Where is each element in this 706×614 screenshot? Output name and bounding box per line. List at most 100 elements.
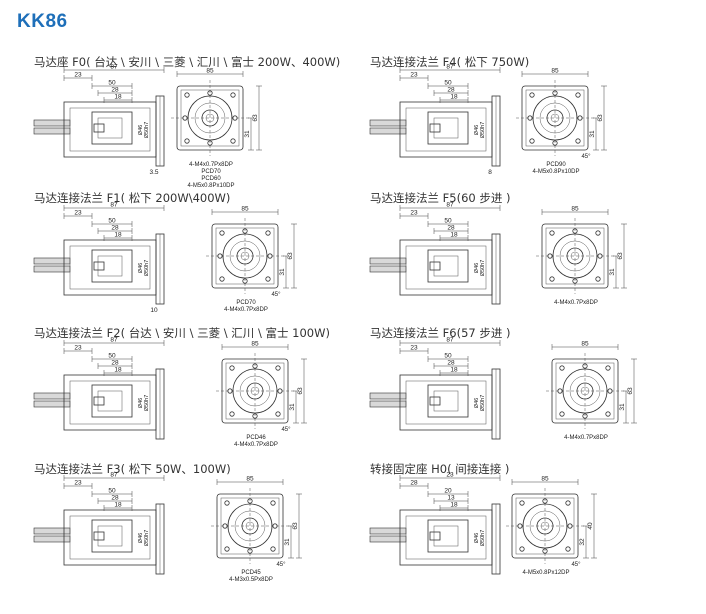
dimension-label: 63 (297, 387, 304, 395)
dimension-label: Ø50h7 (480, 530, 486, 547)
dimension-label: 23 (74, 480, 82, 487)
dimension-label: 31 (284, 538, 291, 546)
callout-label: PCD70 (236, 300, 256, 306)
dimension-label: 23 (74, 210, 82, 217)
dimension-label: 85 (571, 206, 579, 213)
dimension-label: 31 (619, 403, 626, 411)
dimension-label: 85 (251, 341, 259, 348)
dimension-label: Ø50h7 (144, 530, 150, 547)
dimension-label: 23 (410, 72, 418, 79)
dimension-label: 85 (551, 68, 559, 75)
dimension-label: 23 (446, 472, 454, 479)
dimension-label: 45° (276, 562, 286, 568)
dimension-label: Ø50h7 (144, 395, 150, 412)
dimension-label: 40 (587, 522, 594, 530)
dimension-label: 63 (287, 252, 294, 260)
dimension-label: Ø46 (138, 263, 144, 273)
dimension-label: 23 (74, 345, 82, 352)
dimension-label: 28 (111, 87, 119, 94)
dimension-label: 18 (450, 502, 458, 509)
callout-label: 4-M5x0.8Px10DP (187, 183, 234, 189)
dimension-label: 63 (617, 252, 624, 260)
dimension-label: 63 (292, 522, 299, 530)
callout-label: 4-M5x0.8Px12DP (522, 570, 569, 576)
dimension-label: 28 (410, 480, 418, 487)
dimension-label: Ø46 (474, 125, 480, 135)
dimension-label: 87 (110, 337, 118, 344)
dimension-label: 20 (444, 488, 452, 495)
dimension-label: 45° (271, 292, 281, 298)
front-view-drawing: 8563314-M4x0.7Px8DPPCD70PCD604-M5x0.8Px1… (171, 68, 262, 189)
dimension-label: 45° (571, 562, 581, 568)
callout-label: 4-M5x0.8Px10DP (532, 169, 579, 175)
dimension-label: Ø50h7 (480, 122, 486, 139)
dimension-label: 63 (627, 387, 634, 395)
dimension-label: Ø46 (474, 263, 480, 273)
dimension-label: 50 (444, 80, 452, 87)
dimension-label: 18 (450, 232, 458, 239)
dimension-label: 18 (114, 94, 122, 101)
caption-f6: 马达连接法兰 F6(57 步进 ) (370, 326, 511, 340)
dimension-label: 18 (114, 367, 122, 374)
dimension-label: 50 (444, 218, 452, 225)
dimension-label: 32 (579, 538, 586, 546)
dimension-label: 31 (609, 268, 616, 276)
dimension-label: 23 (410, 210, 418, 217)
dimension-label: 18 (114, 502, 122, 509)
dimension-label: 87 (110, 472, 118, 479)
caption-f5: 马达连接法兰 F5(60 步进 ) (370, 191, 511, 205)
dimension-label: 28 (111, 495, 119, 502)
dimension-label: 87 (446, 202, 454, 209)
dimension-label: 63 (597, 114, 604, 122)
dimension-label: 50 (108, 80, 116, 87)
caption-f1: 马达连接法兰 F1( 松下 200W\400W) (34, 191, 231, 205)
callout-label: PCD70 (201, 169, 221, 175)
dimension-label: 50 (108, 353, 116, 360)
dimension-label: 28 (447, 225, 455, 232)
dimension-label: 85 (581, 341, 589, 348)
dimension-label: 31 (279, 268, 286, 276)
callout-label: 4-M4x0.7Px8DP (224, 307, 268, 313)
dimension-label: 87 (446, 337, 454, 344)
caption-f0: 马达座 F0( 台达 \ 安川 \ 三菱 \ 汇川 \ 富士 200W、400W… (34, 55, 341, 69)
dimension-label: 31 (289, 403, 296, 411)
dimension-label: 28 (111, 225, 119, 232)
caption-f4: 马达连接法兰 F4( 松下 750W) (370, 55, 530, 69)
dimension-label: 31 (589, 130, 596, 138)
dimension-label: 85 (246, 476, 254, 483)
dimension-label: 23 (74, 72, 82, 79)
caption-h0: 转接固定座 H0( 间接连接 ) (370, 462, 510, 476)
dimension-label: 50 (108, 488, 116, 495)
dimension-label: 10 (150, 307, 158, 314)
dimension-label: 18 (450, 367, 458, 374)
dimension-label: 87 (110, 202, 118, 209)
dimension-label: 28 (111, 360, 119, 367)
callout-label: 4-M4x0.7Px8DP (189, 162, 233, 168)
dimension-label: 63 (252, 114, 259, 122)
page-title: KK86 (17, 11, 68, 32)
dimension-label: 45° (281, 427, 291, 433)
callout-label: 4-M4x0.7Px8DP (234, 442, 278, 448)
dimension-label: Ø46 (138, 533, 144, 543)
dimension-label: Ø46 (138, 125, 144, 135)
callout-label: PCD90 (546, 162, 566, 168)
dimension-label: 31 (244, 130, 251, 138)
dimension-label: Ø46 (474, 398, 480, 408)
dimension-label: 87 (110, 64, 118, 71)
callout-label: 4-M4x0.7Px8DP (554, 300, 598, 306)
dimension-label: Ø46 (138, 398, 144, 408)
dimension-label: 85 (206, 68, 214, 75)
